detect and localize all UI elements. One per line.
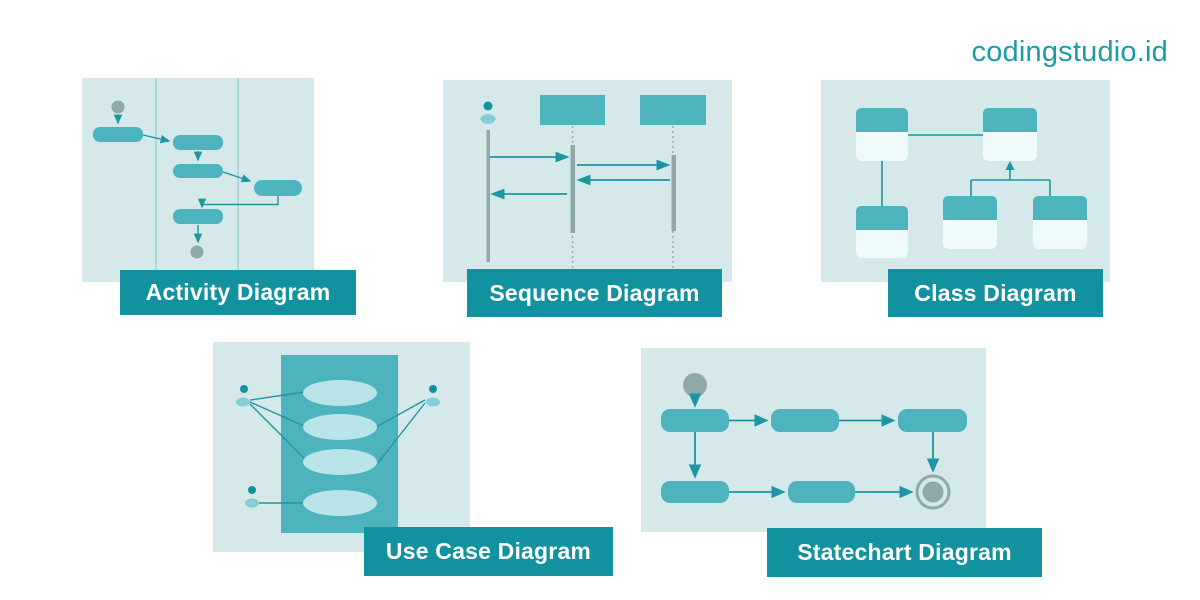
final-state-icon [915, 474, 951, 510]
association-line [249, 403, 306, 460]
actor-icon [236, 385, 250, 407]
association-line [249, 391, 306, 401]
activity-state [93, 127, 143, 142]
class-box [983, 108, 1037, 161]
use-case-ellipse [303, 490, 377, 516]
activity-diagram-preview [82, 78, 314, 282]
inheritance-connector [970, 161, 1051, 196]
class-box [1033, 196, 1087, 249]
start-node-icon [111, 100, 125, 114]
transition-arrow [197, 196, 279, 209]
actor-icon [245, 486, 259, 508]
class-box [943, 196, 997, 249]
object-box [540, 95, 605, 125]
association-line [375, 399, 426, 428]
state-box [771, 409, 839, 432]
use-case-diagram-preview [213, 342, 470, 552]
actor-icon [483, 101, 493, 111]
label-sequence-diagram: Sequence Diagram [467, 269, 722, 317]
end-node-icon [190, 245, 204, 259]
lifeline-bar [486, 130, 490, 262]
actor-icon [426, 385, 440, 407]
class-box [856, 108, 908, 161]
statechart-diagram-preview [641, 348, 986, 532]
state-box [661, 481, 729, 503]
activation-bar [671, 155, 676, 231]
use-case-ellipse [303, 380, 377, 406]
brand-logo-text: codingstudio.id [971, 36, 1168, 68]
activity-state [173, 209, 223, 224]
activity-state [173, 164, 223, 178]
start-node-icon [683, 373, 707, 397]
use-case-ellipse [303, 414, 377, 440]
association-line [249, 401, 305, 427]
label-use-case-diagram: Use Case Diagram [364, 527, 613, 576]
label-class-diagram: Class Diagram [888, 269, 1103, 317]
object-box [640, 95, 706, 125]
label-activity-diagram: Activity Diagram [120, 270, 356, 315]
association-line [377, 402, 426, 464]
activation-bar [570, 145, 575, 233]
sequence-diagram-preview [443, 80, 732, 282]
state-box [661, 409, 729, 432]
activity-state [254, 180, 302, 196]
transition-arrow [142, 134, 171, 144]
label-statechart-diagram: Statechart Diagram [767, 528, 1042, 577]
class-diagram-preview [821, 80, 1110, 282]
state-box [898, 409, 967, 432]
state-box [788, 481, 855, 503]
class-box [856, 206, 908, 258]
use-case-ellipse [303, 449, 377, 475]
transition-arrow [222, 171, 252, 183]
activity-state [173, 135, 223, 150]
actor-icon [480, 114, 496, 124]
